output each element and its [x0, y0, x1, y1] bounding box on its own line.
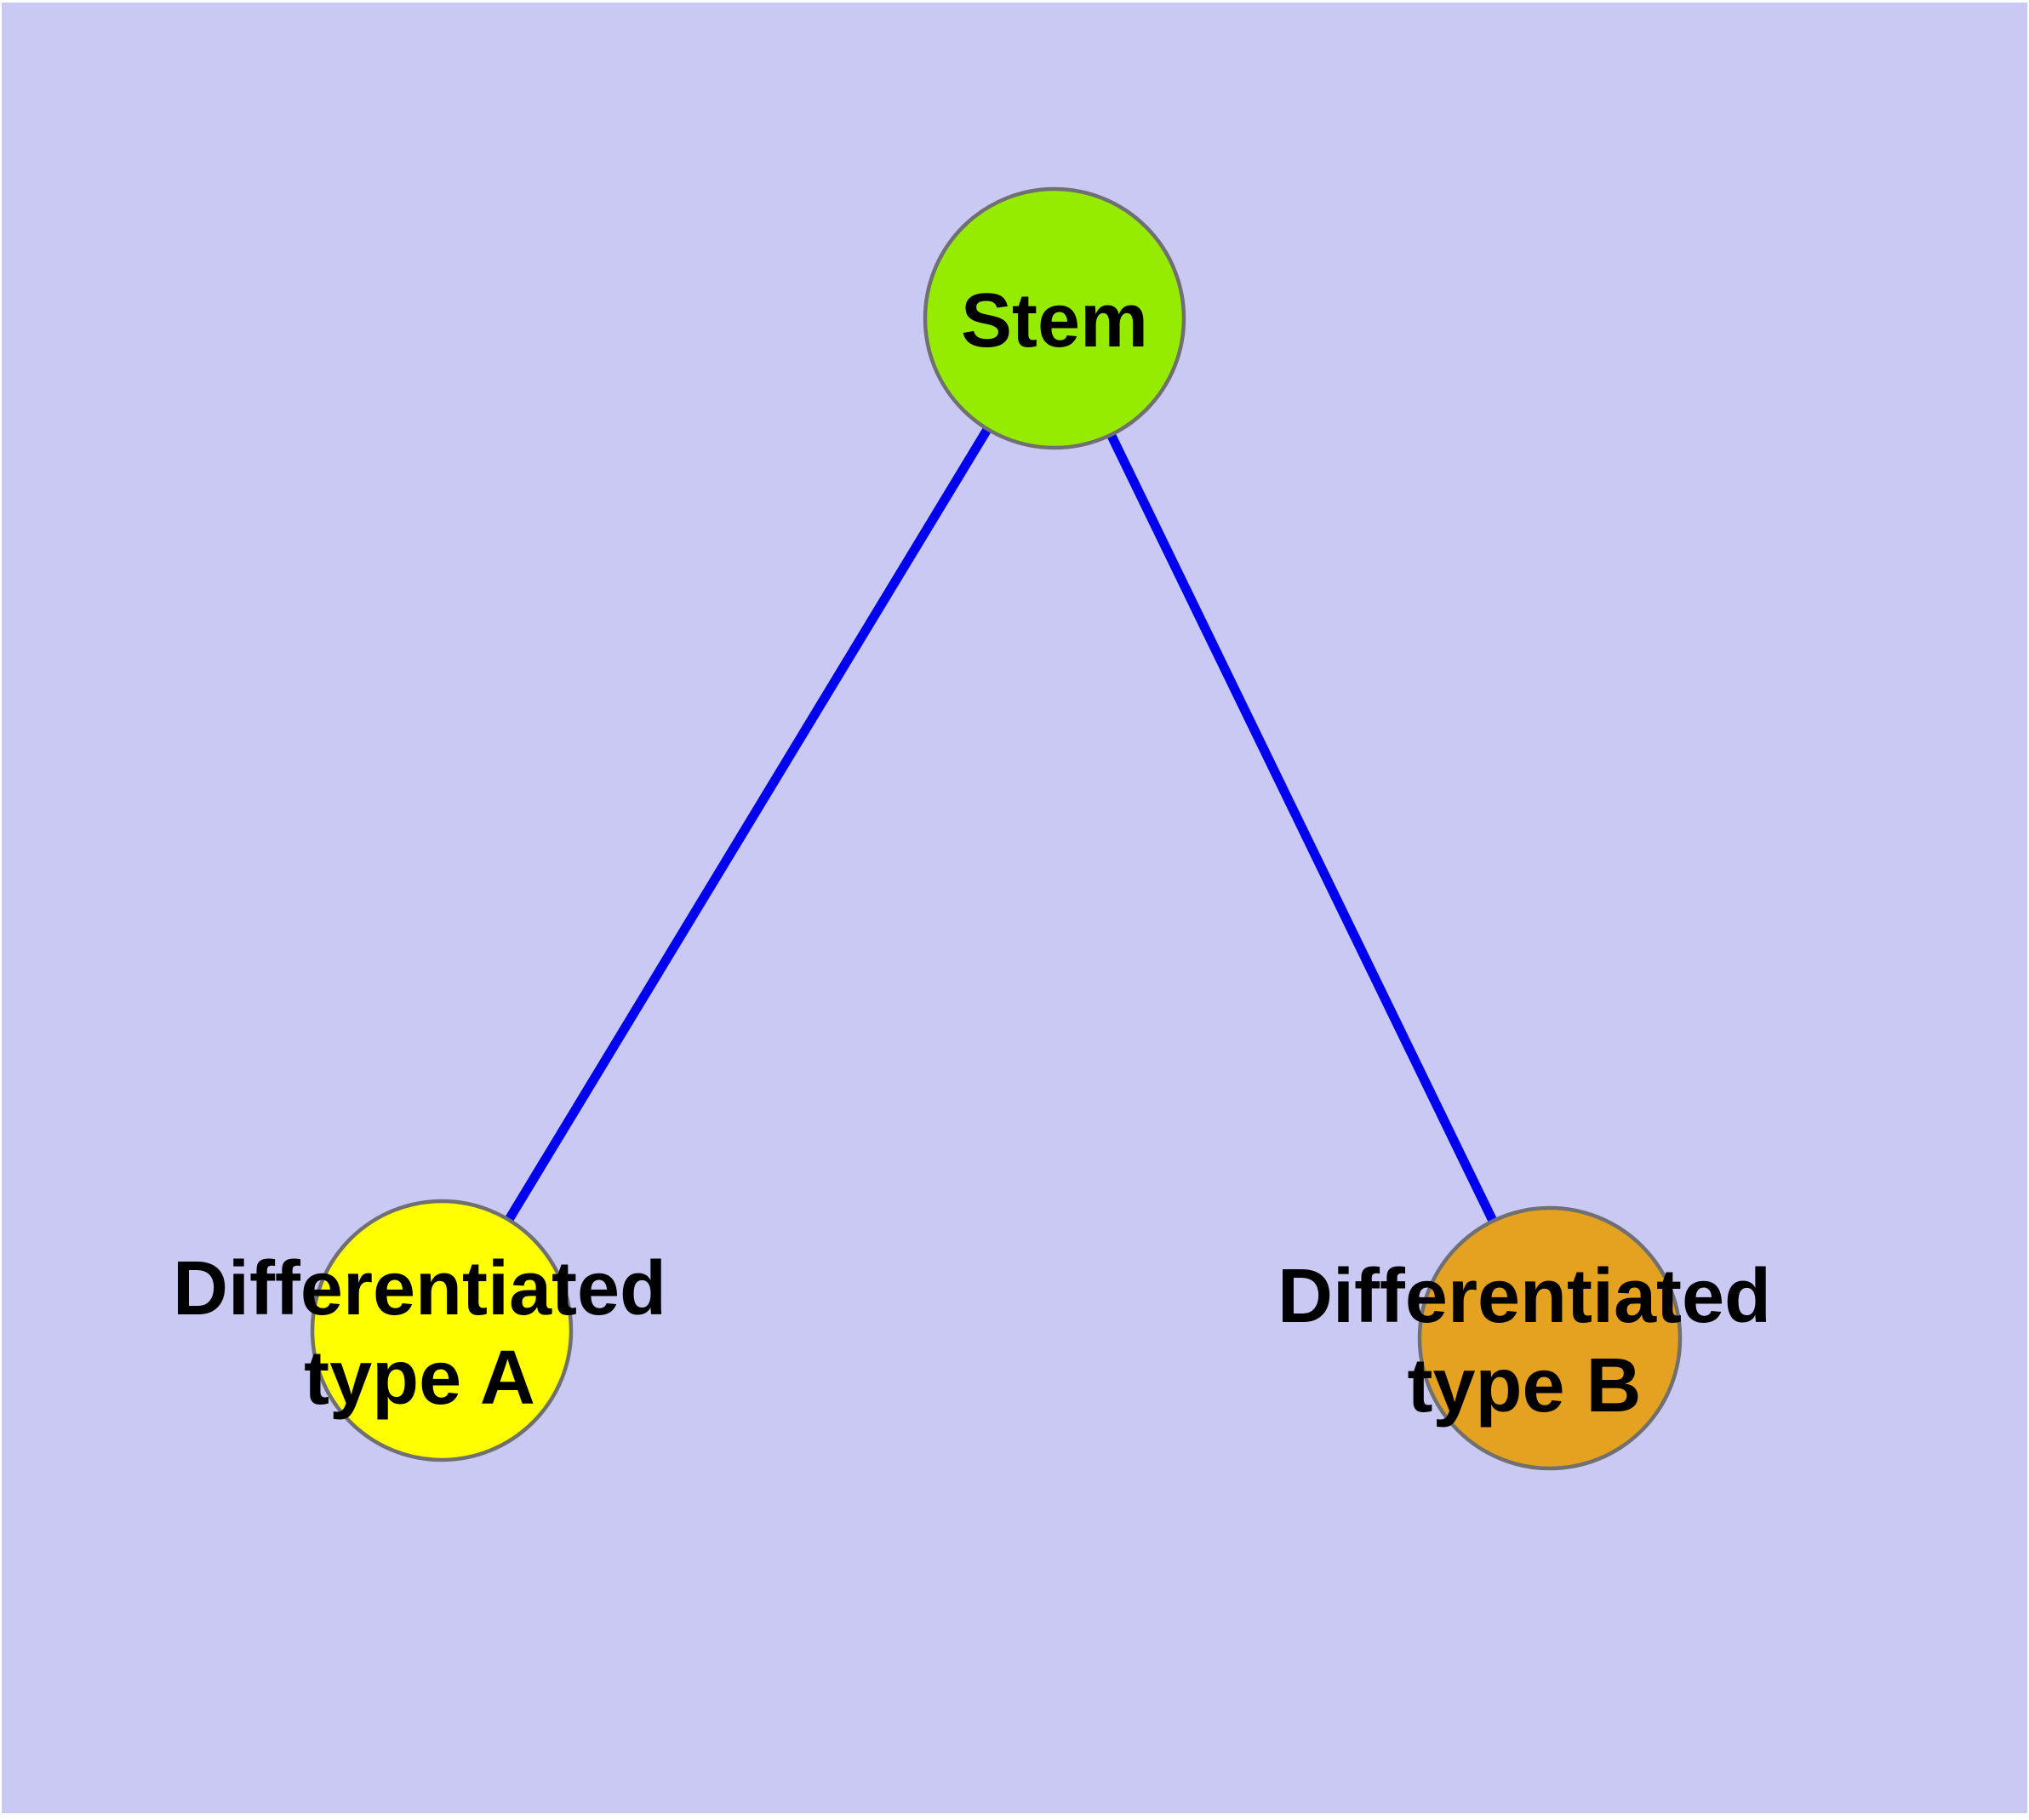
node-differentiated-type-b-circle	[1417, 1205, 1683, 1471]
nodes-layer	[310, 186, 1683, 1471]
node-differentiated-type-a-label-line-2: type A	[304, 1336, 535, 1421]
node-differentiated-type-a-label-line-1: Differentiated	[173, 1246, 666, 1331]
node-differentiated-type-b-label-line-1: Differentiated	[1277, 1254, 1771, 1339]
node-stem-label: Stem	[961, 278, 1148, 363]
node-differentiated-type-b-label-line-2: type B	[1407, 1343, 1641, 1428]
node-stem-label-line-1: Stem	[961, 278, 1148, 363]
node-stem-circle	[923, 186, 1186, 450]
edges-layer	[437, 313, 1555, 1343]
node-differentiated-type-a-circle	[310, 1199, 574, 1462]
edge-stem-differentiated-type-a	[437, 313, 1060, 1336]
edge-stem-differentiated-type-b	[1049, 313, 1555, 1343]
